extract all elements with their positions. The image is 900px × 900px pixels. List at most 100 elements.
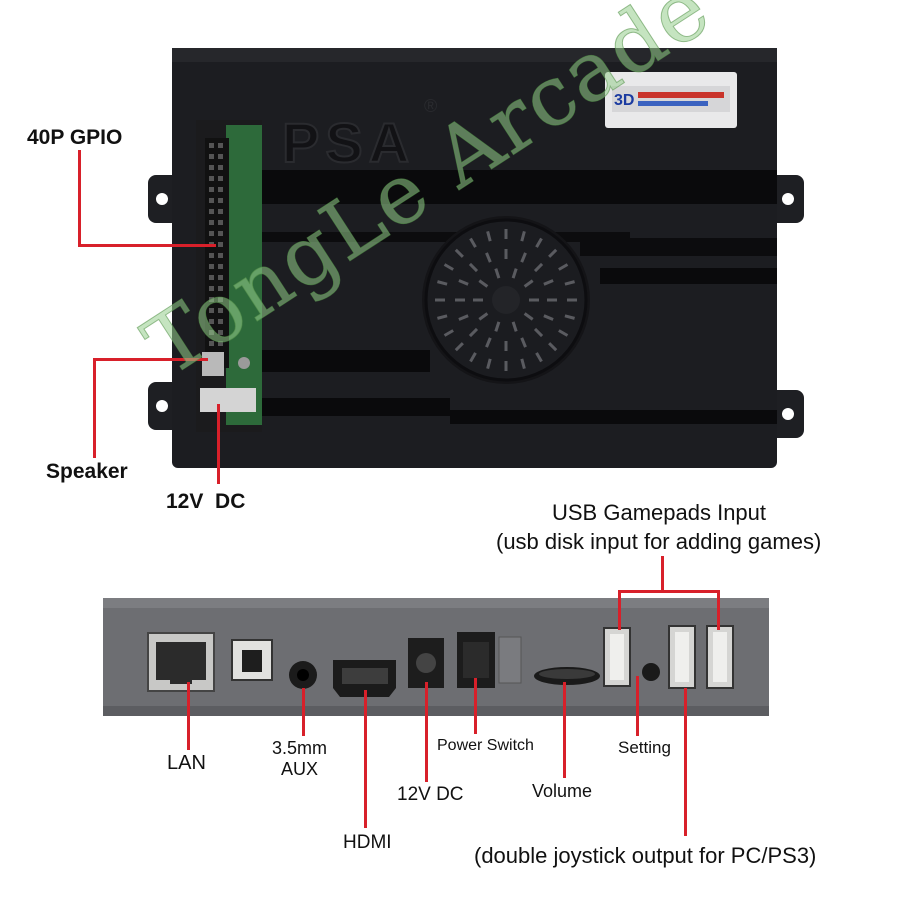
aux-leader	[302, 688, 305, 736]
label-setting: Setting	[618, 738, 671, 757]
gpio-pin	[209, 330, 214, 335]
gpio-pin	[209, 264, 214, 269]
gpio-pin	[209, 308, 214, 313]
gpio-pin	[209, 341, 214, 346]
fan-slot	[548, 342, 558, 352]
fan-slot	[485, 252, 492, 263]
gpio-pin	[209, 231, 214, 236]
fan-slot	[504, 249, 508, 259]
gpio-pin	[209, 297, 214, 302]
fan-slot	[485, 337, 492, 348]
usb-header-leader	[661, 556, 664, 592]
usb-header-leader	[717, 590, 720, 630]
gpio-pin	[218, 231, 223, 236]
fan-slot	[443, 263, 454, 271]
gpio-pin	[218, 253, 223, 258]
registered-mark: ®	[424, 96, 437, 116]
fan-slot	[468, 327, 479, 338]
fan-slot	[511, 321, 518, 332]
gpio-pin	[218, 286, 223, 291]
gpio-leader	[78, 150, 81, 247]
fan-slot	[504, 341, 508, 351]
gpio-pin	[218, 242, 223, 247]
fan-slot	[437, 280, 448, 286]
lan-leader	[187, 682, 190, 750]
arcade-board-case: 3D	[148, 48, 804, 468]
fan-slot	[494, 268, 501, 279]
fan-slot	[458, 314, 469, 321]
gpio-pin	[218, 176, 223, 181]
gpio-pin	[218, 330, 223, 335]
gpio-pin	[209, 154, 214, 159]
fan-slot	[520, 252, 527, 263]
fan-slot	[486, 231, 492, 242]
usb-header-leader	[618, 590, 621, 630]
usb-header-leader	[618, 590, 720, 593]
fan-slot	[454, 248, 464, 258]
fan-slot	[468, 262, 479, 273]
gpio-leader	[78, 244, 216, 247]
fan-slot	[548, 248, 558, 258]
gpio-pin	[209, 187, 214, 192]
label-40p-gpio: 40P GPIO	[27, 126, 123, 149]
fan-slot	[494, 321, 501, 332]
dc-leader	[425, 682, 428, 782]
gpio-pin	[209, 286, 214, 291]
fan-slot	[454, 342, 464, 352]
power-leader	[474, 678, 477, 734]
fan-slot	[533, 327, 544, 338]
brand-logo-text: PSA	[282, 111, 415, 174]
fan-slot	[547, 298, 557, 302]
gpio-pin	[209, 198, 214, 203]
gpio-pin	[218, 154, 223, 159]
gpio-pin	[218, 220, 223, 225]
fan-slot	[469, 352, 477, 363]
fan-slot	[478, 312, 489, 321]
gpio-pin	[209, 209, 214, 214]
volume-leader	[563, 682, 566, 778]
label-volume: Volume	[532, 781, 593, 801]
usb-footer-leader	[684, 688, 687, 836]
fan-slot	[523, 312, 534, 321]
fan-slot	[558, 329, 569, 337]
fan-slot	[520, 337, 527, 348]
fan-slot	[486, 358, 492, 369]
gpio-pin	[218, 341, 223, 346]
fan-slot	[535, 237, 543, 248]
gpio-pin	[209, 176, 214, 181]
gpio-pin	[218, 143, 223, 148]
dc-top-leader	[217, 404, 220, 484]
fan-slot	[543, 279, 554, 286]
gpio-pin	[209, 319, 214, 324]
gpio-pin	[209, 253, 214, 258]
label-hdmi: HDMI	[343, 832, 392, 853]
fan-slot	[533, 262, 544, 273]
label-speaker: Speaker	[46, 460, 128, 483]
label-usb-disk: (usb disk input for adding games)	[496, 529, 822, 554]
label-double-joystick: (double joystick output for PC/PS3)	[474, 843, 817, 868]
fan-slot	[504, 361, 508, 371]
fan-slot	[523, 279, 534, 288]
fan-slot	[469, 237, 477, 248]
hdmi-leader	[364, 690, 367, 828]
gpio-pin	[209, 275, 214, 280]
gpio-pin	[218, 264, 223, 269]
fan-slot	[443, 329, 454, 337]
fan-slot	[511, 268, 518, 279]
gpio-pin	[218, 275, 223, 280]
fan-slot	[520, 231, 526, 242]
label-power-switch: Power Switch	[437, 737, 534, 754]
fan-slot	[458, 279, 469, 286]
gpio-pin	[218, 187, 223, 192]
label-12v-dc-top: 12V DC	[166, 490, 246, 513]
fan-slot	[564, 280, 575, 286]
fan-slot	[473, 298, 483, 302]
fan-slot	[558, 263, 569, 271]
gpio-pin	[209, 165, 214, 170]
label-usb-gamepads: USB Gamepads Input	[552, 500, 767, 525]
fan-slot	[520, 358, 526, 369]
gpio-pin	[209, 220, 214, 225]
label-12v-dc: 12V DC	[397, 784, 464, 805]
fan-slot	[535, 352, 543, 363]
